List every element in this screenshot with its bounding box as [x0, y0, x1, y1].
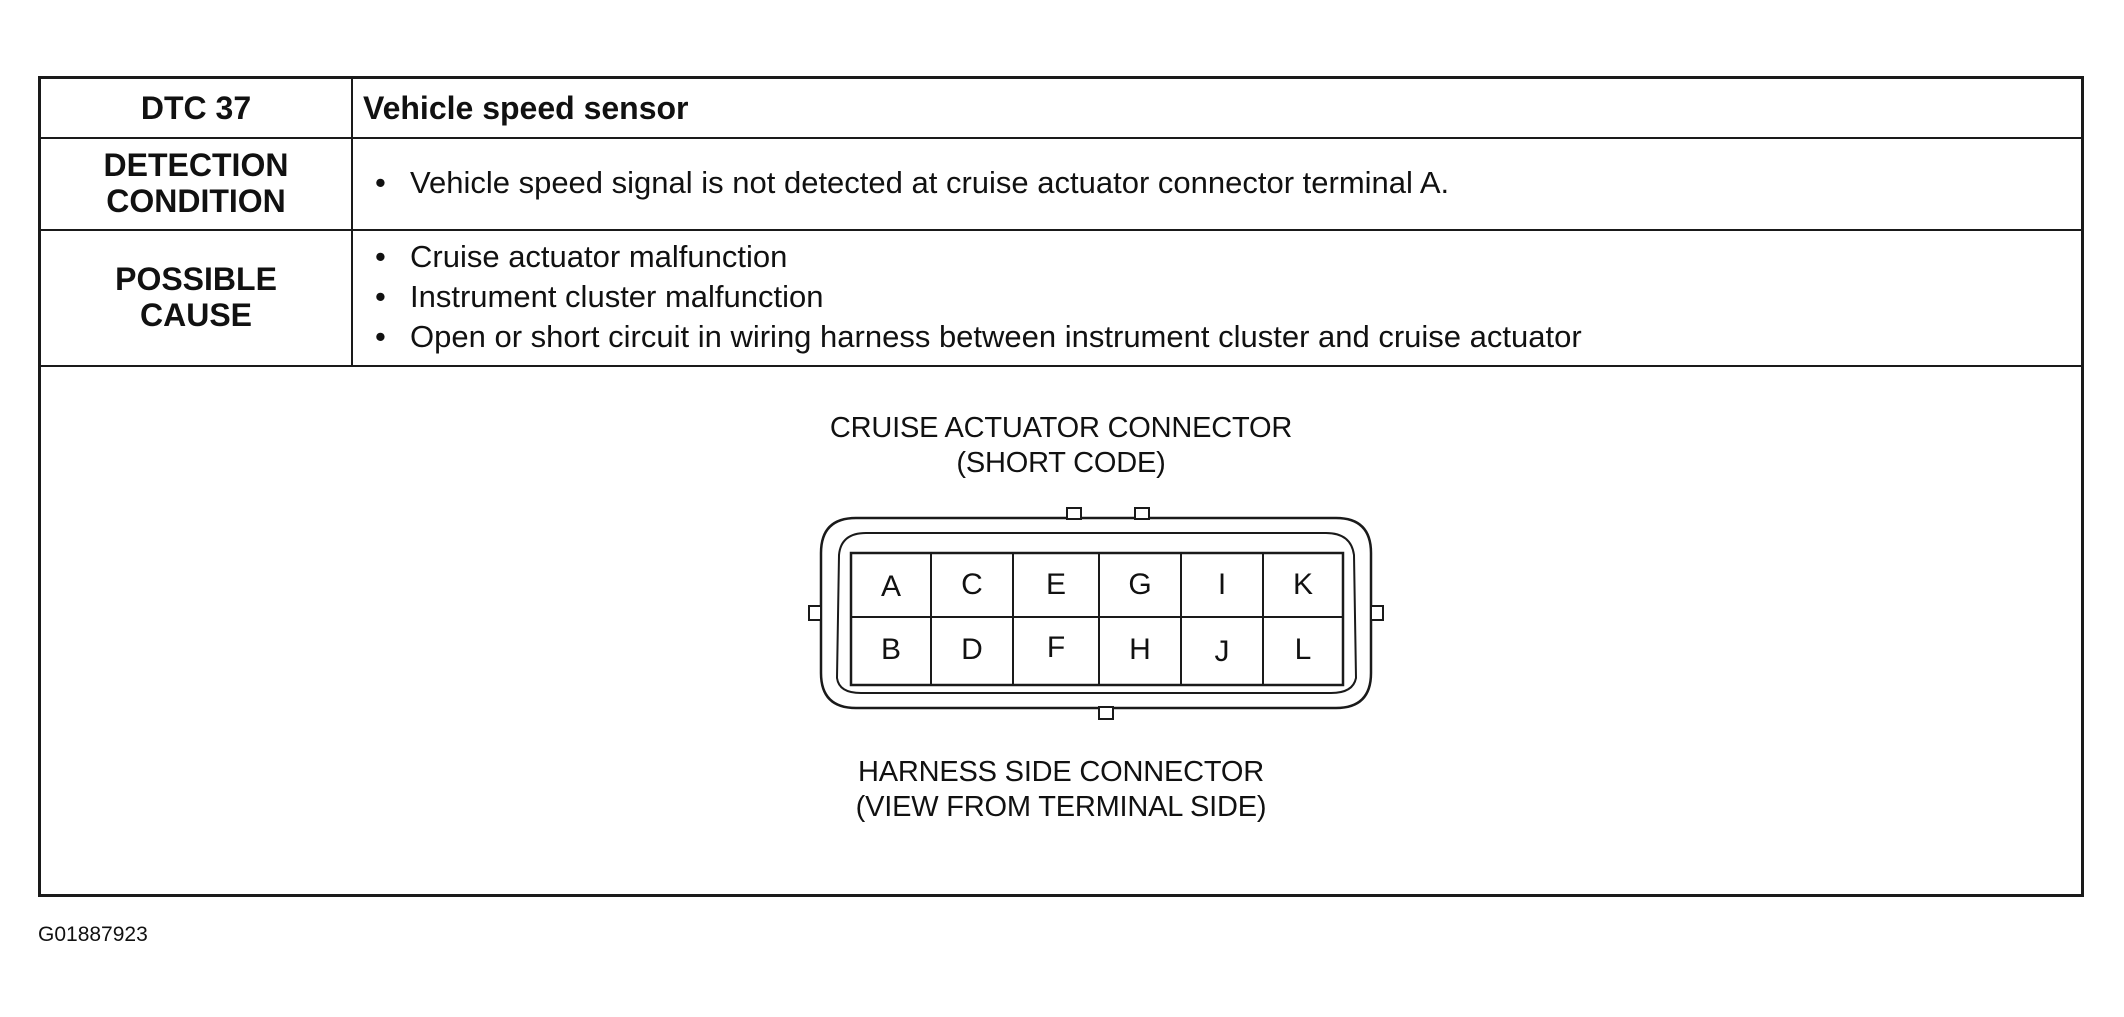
terminal-h: H [1129, 633, 1151, 666]
connector-figure: CRUISE ACTUATOR CONNECTOR (SHORT CODE) A [41, 365, 2081, 894]
detection-list: Vehicle speed signal is not detected at … [363, 163, 1449, 203]
cause-label-line1: POSSIBLE [115, 261, 277, 297]
detection-label-line1: DETECTION [103, 147, 289, 183]
terminal-i: I [1218, 568, 1226, 601]
cause-content: Cruise actuator malfunction Instrument c… [353, 229, 2081, 365]
connector-diagram: A C E G I K B D F H J L [808, 507, 1384, 720]
terminal-c: C [961, 568, 983, 601]
dtc-label: DTC 37 [41, 79, 353, 137]
cause-label-line2: CAUSE [139, 297, 252, 333]
terminal-j: J [1215, 635, 1230, 668]
connector-caption: HARNESS SIDE CONNECTOR (VIEW FROM TERMIN… [41, 755, 2081, 825]
figure-code: G01887923 [38, 923, 148, 946]
cause-label: POSSIBLE CAUSE [41, 229, 353, 365]
latch-tab-bottom [1098, 706, 1114, 720]
terminal-d: D [961, 633, 983, 666]
connector-caption-line2: (VIEW FROM TERMINAL SIDE) [855, 791, 1267, 823]
latch-tab-top-right [1134, 507, 1150, 520]
terminal-g: G [1128, 568, 1151, 601]
terminal-k: K [1293, 568, 1313, 601]
detection-label: DETECTION CONDITION [41, 137, 353, 229]
detection-content: Vehicle speed signal is not detected at … [353, 137, 2081, 229]
connector-title-line2: (SHORT CODE) [956, 447, 1166, 479]
detection-row: DETECTION CONDITION Vehicle speed signal… [41, 137, 2081, 231]
terminal-e: E [1046, 568, 1066, 601]
terminal-grid [849, 551, 1345, 687]
dtc-table: DTC 37 Vehicle speed sensor DETECTION CO… [38, 76, 2084, 897]
cause-item: Instrument cluster malfunction [375, 277, 1582, 317]
dtc-title: Vehicle speed sensor [363, 89, 689, 126]
connector-title-line1: CRUISE ACTUATOR CONNECTOR [829, 412, 1293, 444]
detection-item: Vehicle speed signal is not detected at … [375, 163, 1449, 203]
terminal-b: B [881, 633, 901, 666]
dtc-row: DTC 37 Vehicle speed sensor [41, 79, 2081, 139]
cause-row: POSSIBLE CAUSE Cruise actuator malfuncti… [41, 229, 2081, 367]
cause-list: Cruise actuator malfunction Instrument c… [363, 237, 1582, 357]
connector-housing [819, 516, 1373, 710]
latch-tab-left [808, 605, 822, 621]
connector-caption-line1: HARNESS SIDE CONNECTOR [858, 756, 1264, 788]
cause-item: Open or short circuit in wiring harness … [375, 317, 1582, 357]
connector-inner-rim [835, 532, 1358, 694]
latch-tab-right [1370, 605, 1384, 621]
terminal-f: F [1047, 631, 1065, 664]
connector-title: CRUISE ACTUATOR CONNECTOR (SHORT CODE) [41, 411, 2081, 481]
terminal-a: A [881, 570, 901, 603]
detection-label-line2: CONDITION [106, 183, 286, 219]
cause-item: Cruise actuator malfunction [375, 237, 1582, 277]
terminal-l: L [1295, 633, 1312, 666]
latch-tab-top-left [1066, 507, 1082, 520]
